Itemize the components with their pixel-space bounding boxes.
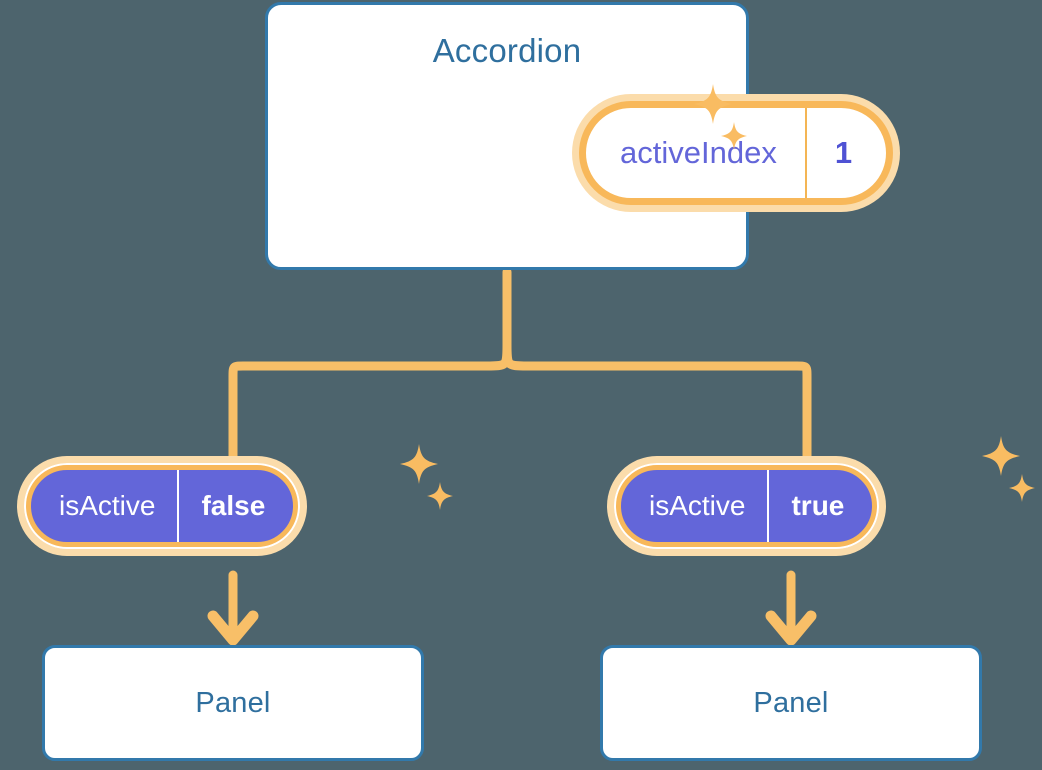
state-value-activeindex: 1 — [804, 108, 886, 198]
branch-left-state-badge[interactable]: isActive false — [24, 463, 301, 549]
sparkle-four-point-icon — [400, 444, 438, 484]
branch-right-state-badge[interactable]: isActive true — [614, 463, 880, 549]
panel-title-right: Panel — [753, 686, 829, 719]
state-key-isactive-left: isActive — [59, 490, 156, 521]
panel-title-left: Panel — [195, 686, 271, 719]
branch-connector-right — [502, 340, 812, 468]
state-pill-purple-left[interactable]: isActive false — [24, 463, 301, 549]
panel-card-right[interactable]: Panel — [600, 645, 982, 761]
sparkle-group-left — [398, 444, 458, 519]
arrow-head-left — [207, 610, 259, 646]
state-value-isactive-right: true — [767, 470, 872, 542]
accordion-title: Accordion — [432, 32, 582, 69]
panel-card-left[interactable]: Panel — [42, 645, 424, 761]
state-pill-purple-right[interactable]: isActive true — [614, 463, 880, 549]
sparkle-four-point-small-icon — [427, 482, 453, 510]
branch-connector-left — [228, 340, 512, 468]
accordion-state-badge[interactable]: activeIndex 1 — [579, 101, 894, 205]
arrow-head-right — [765, 610, 817, 646]
state-key-isactive-right: isActive — [649, 490, 746, 521]
accordion-card[interactable]: Accordion activeIndex 1 — [265, 2, 894, 270]
state-key-activeindex: activeIndex — [620, 135, 777, 170]
state-pill-light[interactable]: activeIndex 1 — [579, 101, 894, 205]
state-value-isactive-left: false — [177, 470, 293, 542]
sparkle-four-point-small-icon — [1009, 474, 1035, 502]
sparkle-group-right — [980, 436, 1040, 511]
sparkle-four-point-icon — [982, 436, 1020, 476]
